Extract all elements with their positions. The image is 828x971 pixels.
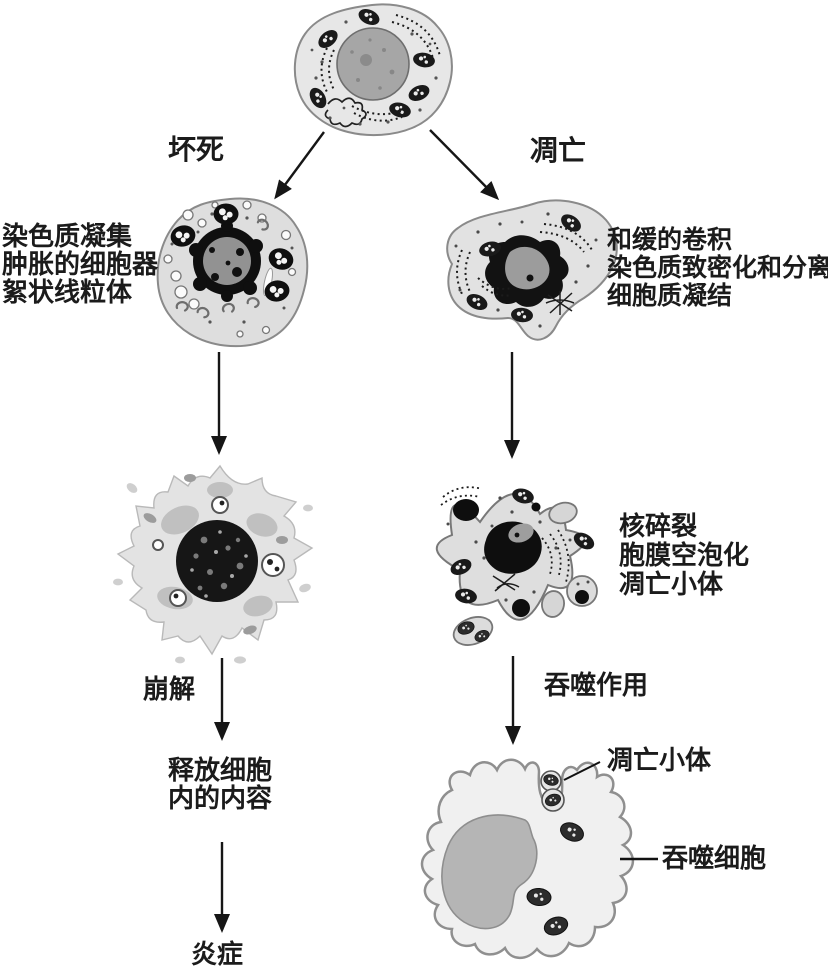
label-disintegration: 崩解 xyxy=(143,674,196,704)
apoptosis-stage1-features: 和缓的卷积 染色质致密化和分离 细胞质凝结 xyxy=(607,226,828,310)
release-line-2: 内的内容 xyxy=(168,783,273,813)
arrow-to-necrosis xyxy=(274,131,325,200)
label-inflammation: 炎症 xyxy=(191,939,244,969)
apoptosis-stage2-feature-1: 核碎裂 xyxy=(619,511,698,541)
apoptotic-cell-illustration xyxy=(446,199,618,341)
necrosis-release-text: 释放细胞 内的内容 xyxy=(168,756,272,812)
label-apoptotic-body: 凋亡小体 xyxy=(607,745,712,775)
label-necrosis-branch: 坏死 xyxy=(168,134,225,165)
necrosis-feature-3: 絮状线粒体 xyxy=(2,277,133,307)
necrotic-cell-illustration xyxy=(156,197,309,348)
apoptosis-feature-1: 和缓的卷积 xyxy=(607,226,733,254)
apoptosis-stage2-feature-3: 凋亡小体 xyxy=(619,569,724,599)
apoptosis-feature-3: 细胞质凝结 xyxy=(607,282,733,310)
pointer-line-apoptotic-body xyxy=(563,761,601,781)
apoptotic-fragmentation-illustration xyxy=(435,486,598,646)
necrotic-lysis-illustration xyxy=(113,464,314,664)
arrow-to-apoptosis xyxy=(429,129,500,201)
label-apoptosis-branch: 凋亡 xyxy=(530,135,587,166)
release-line-1: 释放细胞 xyxy=(168,755,273,785)
normal-cell-illustration xyxy=(293,3,453,137)
necrosis-feature-2: 肿胀的细胞器 xyxy=(2,249,159,279)
apoptosis-stage2-features: 核碎裂 胞膜空泡化 凋亡小体 xyxy=(619,512,749,599)
apoptosis-stage2-feature-2: 胞膜空泡化 xyxy=(619,540,750,570)
phagocyte-illustration xyxy=(420,758,635,960)
necrosis-stage1-features: 染色质凝集 肿胀的细胞器 絮状线粒体 xyxy=(2,222,158,306)
necrosis-feature-1: 染色质凝集 xyxy=(2,221,133,251)
apoptosis-feature-2: 染色质致密化和分离 xyxy=(607,254,828,282)
label-phagocytosis: 吞噬作用 xyxy=(544,670,649,700)
label-phagocyte: 吞噬细胞 xyxy=(662,843,767,873)
